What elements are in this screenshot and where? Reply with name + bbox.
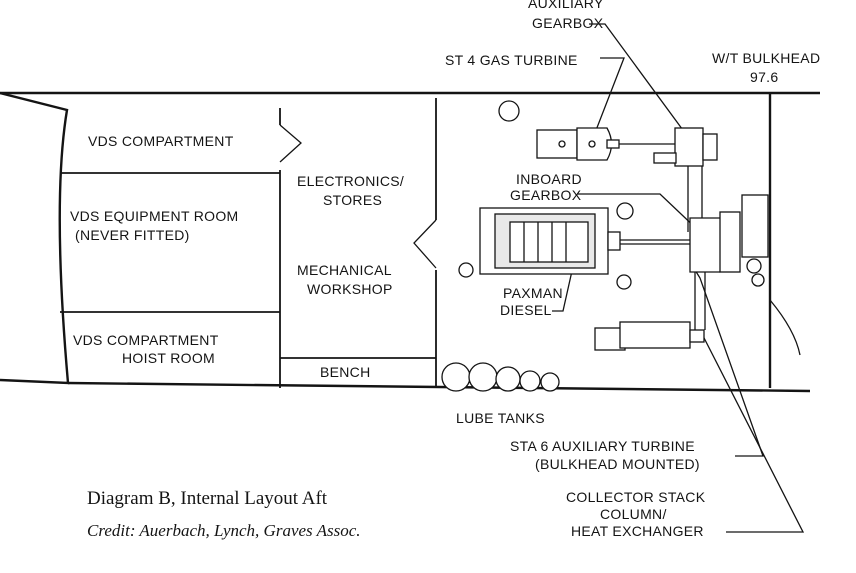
- paxman-diesel: [479, 207, 690, 275]
- electronics-stores-label-2: STORES: [323, 192, 382, 208]
- auxiliary-gearbox: [653, 127, 718, 232]
- sta6-turbine-note: (BULKHEAD MOUNTED): [535, 456, 700, 472]
- collector-stack: [594, 321, 705, 351]
- mechanical-workshop-label: MECHANICAL: [297, 262, 392, 278]
- vds-hoist-room-label: VDS COMPARTMENT: [73, 332, 219, 348]
- collector-stack-label-2: COLUMN/: [600, 506, 667, 522]
- wt-bulkhead-frame-label: 97.6: [750, 69, 778, 85]
- vds-equipment-room-note: (NEVER FITTED): [75, 227, 190, 243]
- leader-lines: [552, 23, 805, 533]
- sta6-auxiliary-turbine: [741, 194, 769, 287]
- diagram-credit: Credit: Auerbach, Lynch, Graves Assoc.: [87, 521, 361, 540]
- inboard-gearbox: [689, 211, 741, 330]
- sta6-turbine-label: STA 6 AUXILIARY TURBINE: [510, 438, 695, 454]
- tank-circle-top: [498, 100, 520, 122]
- tank-circle-left: [458, 262, 474, 278]
- vds-equipment-room-label: VDS EQUIPMENT ROOM: [70, 208, 239, 224]
- mechanical-workshop-label-2: WORKSHOP: [307, 281, 393, 297]
- tank-circle-mid: [616, 202, 634, 220]
- lube-tanks: [441, 362, 560, 392]
- paxman-diesel-label: PAXMAN: [503, 285, 563, 301]
- wt-bulkhead-label: W/T BULKHEAD: [712, 50, 820, 66]
- bench-label: BENCH: [320, 364, 371, 380]
- inboard-gearbox-label-2: GEARBOX: [510, 187, 582, 203]
- st4-gas-turbine-label: ST 4 GAS TURBINE: [445, 52, 578, 68]
- collector-stack-label: COLLECTOR STACK: [566, 489, 706, 505]
- collector-stack-label-3: HEAT EXCHANGER: [571, 523, 704, 539]
- lube-tanks-label: LUBE TANKS: [456, 410, 545, 426]
- auxiliary-gearbox-label: AUXILIARY: [528, 0, 604, 11]
- paxman-diesel-label-2: DIESEL: [500, 302, 552, 318]
- compartment-walls: [60, 98, 437, 388]
- tank-circle-right: [616, 274, 632, 290]
- machinery-equipment: [441, 100, 769, 392]
- st4-gas-turbine: [536, 127, 675, 161]
- vds-hoist-room-label-2: HOIST ROOM: [122, 350, 215, 366]
- inboard-gearbox-label: INBOARD: [516, 171, 582, 187]
- diagram-caption: Diagram B, Internal Layout Aft: [87, 488, 328, 509]
- electronics-stores-label: ELECTRONICS/: [297, 173, 404, 189]
- vds-compartment-label: VDS COMPARTMENT: [88, 133, 234, 149]
- auxiliary-gearbox-label-2: GEARBOX: [532, 15, 604, 31]
- hull-outline: [0, 91, 820, 393]
